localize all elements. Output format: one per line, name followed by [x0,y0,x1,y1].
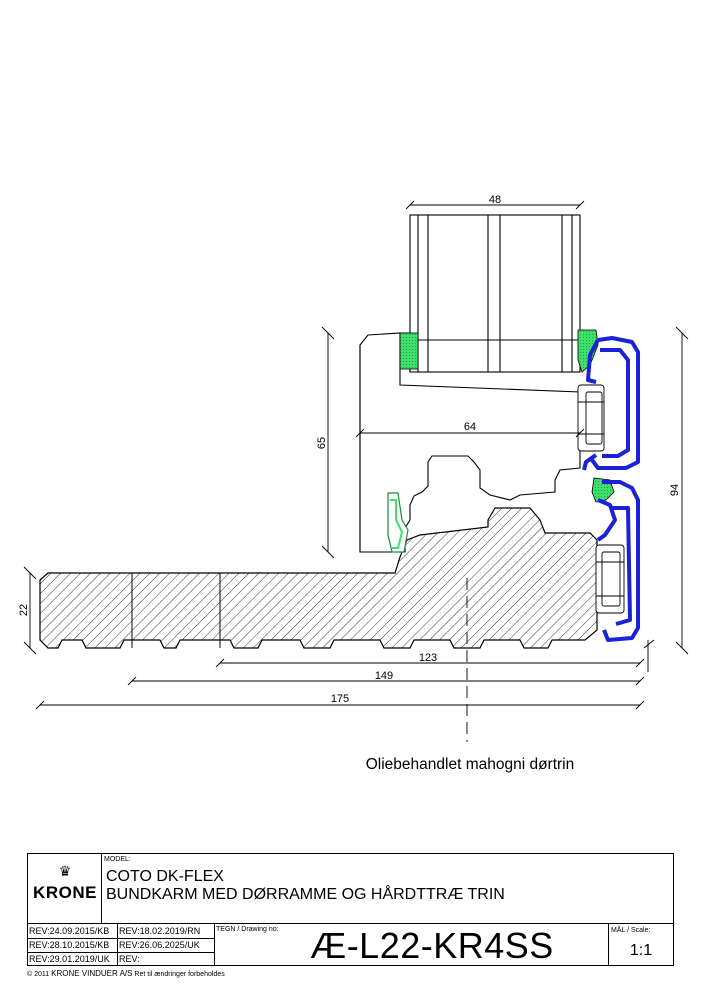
dim-175: 175 [331,693,349,705]
revision-entry: REV:29.01.2019/UK [29,954,110,964]
revision-entry: REV:24.09.2015/KB [29,926,110,936]
copyright-line: © 2011 KRONE VINDUER A/S Ret til ændring… [27,969,225,978]
dim-123: 123 [419,652,437,664]
dim-149: 149 [375,670,393,682]
revision-entry: REV:26.06.2025/UK [119,940,200,950]
revision-entry: REV:28.10.2015/KB [29,940,110,950]
dim-48: 48 [489,194,501,206]
dim-65: 65 [316,437,328,449]
model-cell: MODEL: COTO DK-FLEX BUNDKARM MED DØRRAMM… [102,854,673,924]
copyright-year: © 2011 [27,971,50,978]
scale-label: MÅL / Scale: [611,927,651,934]
dimension-lines [23,200,689,710]
title-block: ♛ KRONE MODEL: COTO DK-FLEX BUNDKARM MED… [27,853,674,966]
material-annotation: Oliebehandlet mahogni dørtrin [366,756,575,773]
door-sash-profile [409,214,581,373]
company-logo: ♛ KRONE [28,854,102,924]
model-label: MODEL: [104,856,131,863]
drawing-number: Æ-L22-KR4SS [310,925,554,966]
logo-wordmark: KRONE [33,883,97,902]
scale-value: 1:1 [629,942,653,959]
dim-22: 22 [18,604,30,616]
company-name: KRONE VINDUER A/S [51,969,133,978]
hardwood-threshold [39,507,598,649]
dim-94: 94 [669,484,681,496]
revision-entry: REV:18.02.2019/RN [119,926,201,936]
rights-note: Ret til ændringer forbeholdes [134,971,225,978]
hardware-inserts [577,384,625,614]
dim-64: 64 [464,421,476,433]
revision-entry: REV: [119,954,140,964]
technical-drawing: 48 65 64 94 22 123 149 175 Oliebehandlet… [18,194,689,773]
drawing-no-label: TEGN / Drawing no: [216,926,279,933]
aluminium-cladding [582,336,640,642]
crown-icon: ♛ [58,863,72,879]
model-description: BUNDKARM MED DØRRAMME OG HÅRDTTRÆ TRIN [106,886,505,903]
model-name: COTO DK-FLEX [106,868,224,885]
